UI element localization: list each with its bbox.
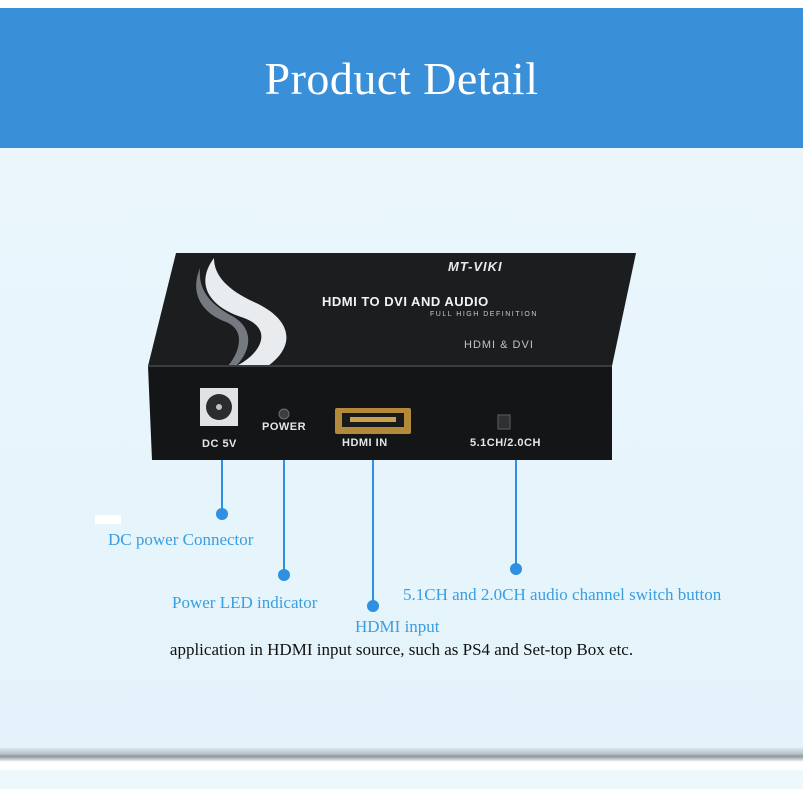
- device-product-sub: FULL HIGH DEFINITION: [430, 311, 538, 318]
- application-note: application in HDMI input source, such a…: [169, 640, 634, 659]
- callout-dc-label: DC power Connector: [108, 530, 254, 549]
- callout-hdmi-label: HDMI input: [355, 617, 440, 636]
- callout-dot-switch: [510, 563, 522, 575]
- port-label-switch: 5.1CH/2.0CH: [470, 437, 541, 449]
- audio-switch: [497, 414, 511, 430]
- top-border: [0, 0, 803, 8]
- port-label-power: POWER: [262, 421, 307, 433]
- device-badge: HDMI & DVI: [464, 339, 534, 351]
- brand-logo: MT-VIKI: [448, 259, 503, 274]
- callout-switch-label: 5.1CH and 2.0CH audio channel switch but…: [403, 585, 722, 604]
- small-white-mark: [95, 515, 121, 524]
- port-label-dc: DC 5V: [202, 438, 237, 450]
- panel-shadow: [0, 748, 803, 762]
- page-title: Product Detail: [264, 52, 539, 104]
- device-product-line: HDMI TO DVI AND AUDIO: [322, 294, 489, 309]
- callout-dot-dc: [216, 508, 228, 520]
- callout-dot-hdmi: [367, 600, 379, 612]
- port-label-hdmi: HDMI IN: [342, 437, 388, 449]
- power-led: [278, 408, 290, 420]
- header-banner: [0, 8, 803, 148]
- swoosh-logo: [205, 258, 287, 366]
- bottom-panel-edge: [0, 770, 803, 789]
- callout-led-label: Power LED indicator: [172, 593, 318, 612]
- callout-dot-led: [278, 569, 290, 581]
